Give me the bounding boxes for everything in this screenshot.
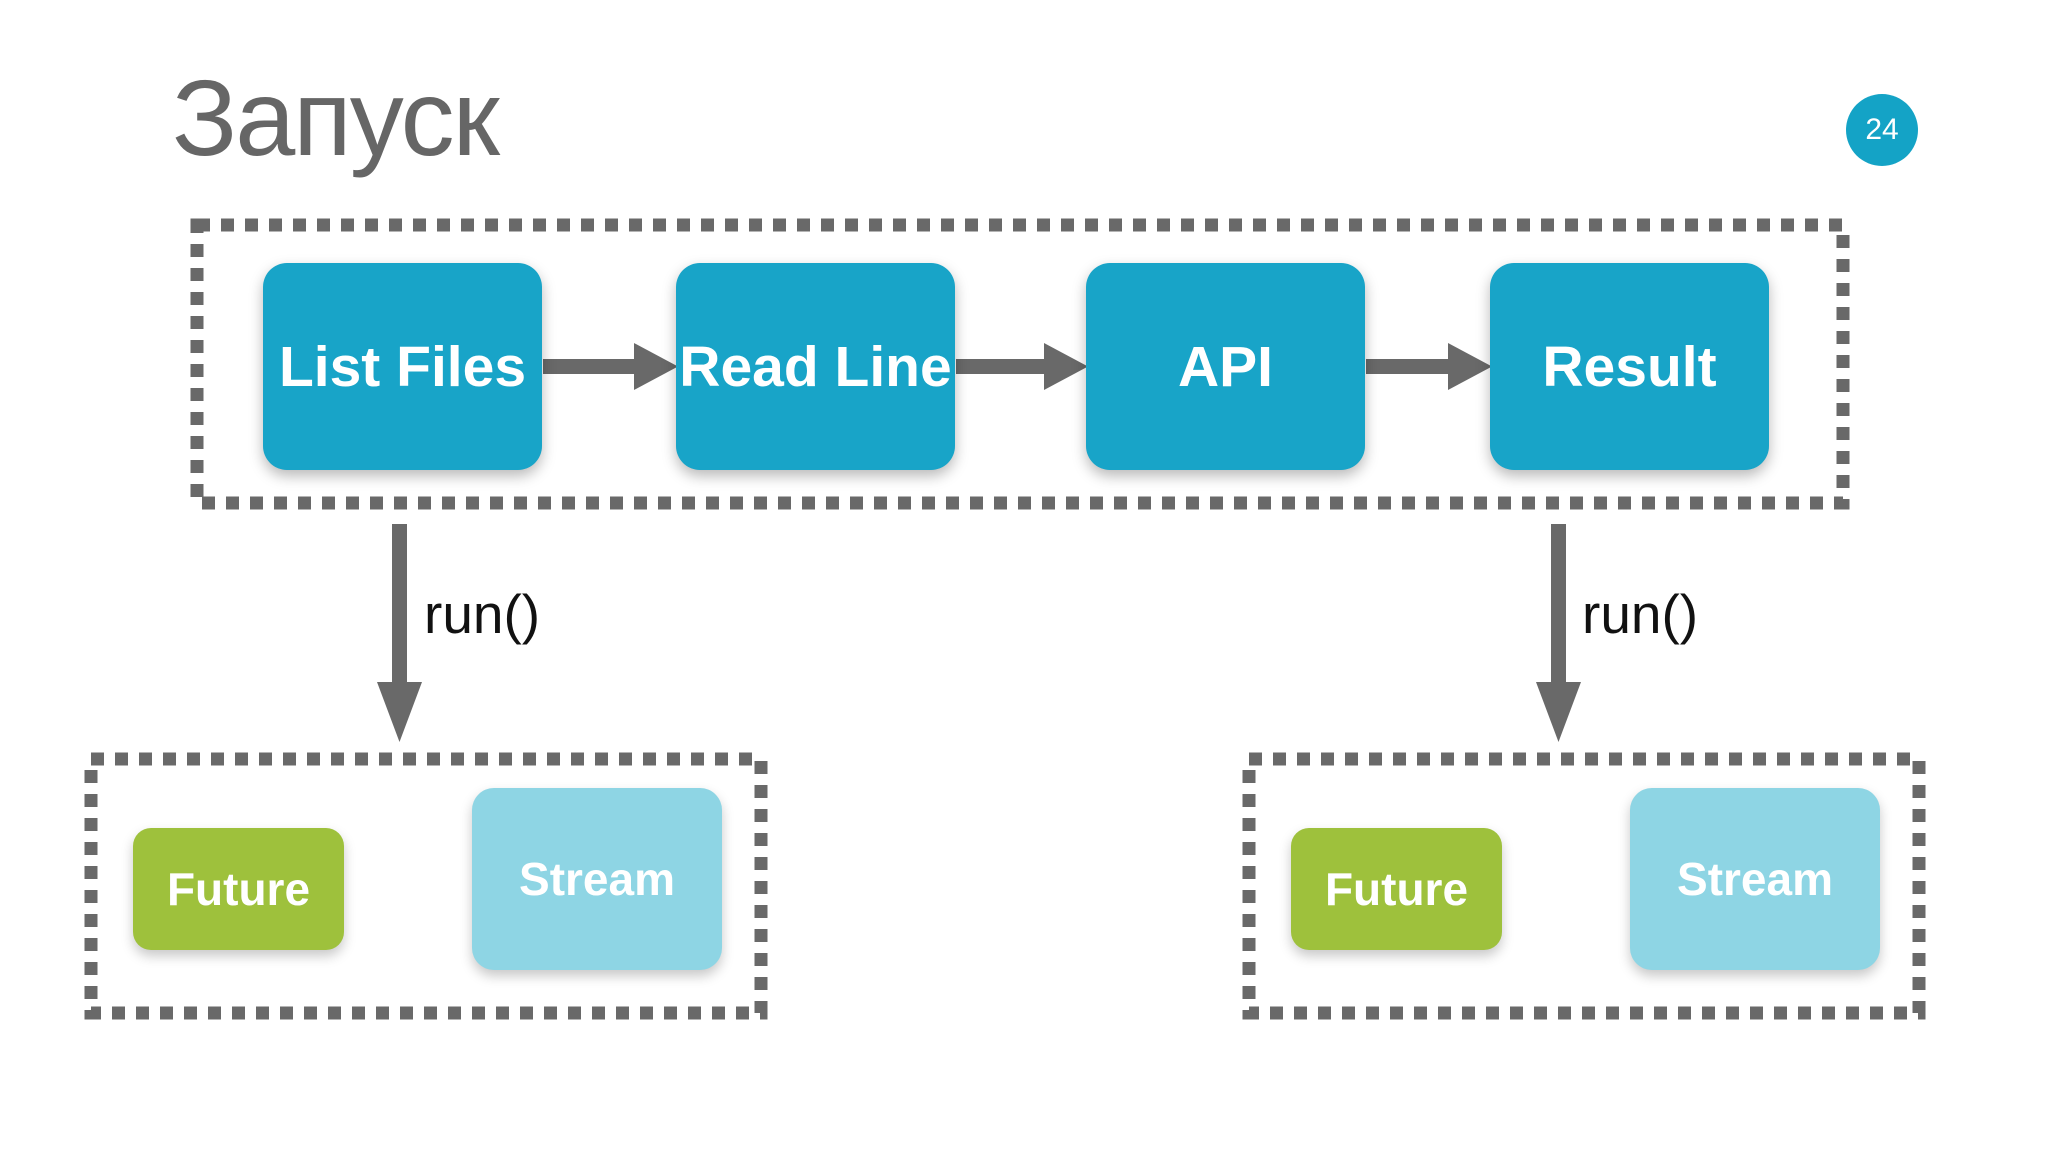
page-number: 24 [1865,113,1899,146]
run-call-label-right: run() [1582,583,1699,645]
future-label: Future [166,863,311,915]
arrow-run-left-head [377,682,422,742]
stream-label: Stream [519,853,675,905]
pipeline-step-label: API [1177,334,1274,399]
arrow-run-right-shaft [1551,524,1566,684]
arrow-run-right-head [1536,682,1581,742]
left-result-dashed-container [84,752,768,1020]
stream-label: Stream [1677,853,1833,905]
future-label: Future [1324,863,1469,915]
arrow-readline-to-api-shaft [956,359,1045,374]
arrow-readline-to-api-head [1044,343,1088,390]
page-number-badge: 24 [1846,94,1918,166]
future-box-left: Future [133,828,344,950]
pipeline-step-api: API [1086,263,1365,470]
arrow-run-left-shaft [392,524,407,684]
pipeline-dashed-container [190,218,1850,510]
arrow-listfiles-to-readline-head [634,343,678,390]
slide-title: Запуск [172,57,500,178]
stream-box-left: Stream [472,788,722,970]
pipeline-step-label: List Files [278,334,527,399]
arrow-api-to-result-head [1448,343,1492,390]
run-call-label-left: run() [424,583,541,645]
right-result-dashed-container [1242,752,1926,1020]
arrow-listfiles-to-readline-shaft [543,359,635,374]
arrow-api-to-result-shaft [1366,359,1449,374]
stream-box-right: Stream [1630,788,1880,970]
pipeline-step-label: Result [1542,334,1717,399]
future-box-right: Future [1291,828,1502,950]
pipeline-step-label: Read Line [679,334,952,399]
pipeline-step-result: Result [1490,263,1769,470]
pipeline-step-list-files: List Files [263,263,542,470]
pipeline-step-read-line: Read Line [676,263,955,470]
